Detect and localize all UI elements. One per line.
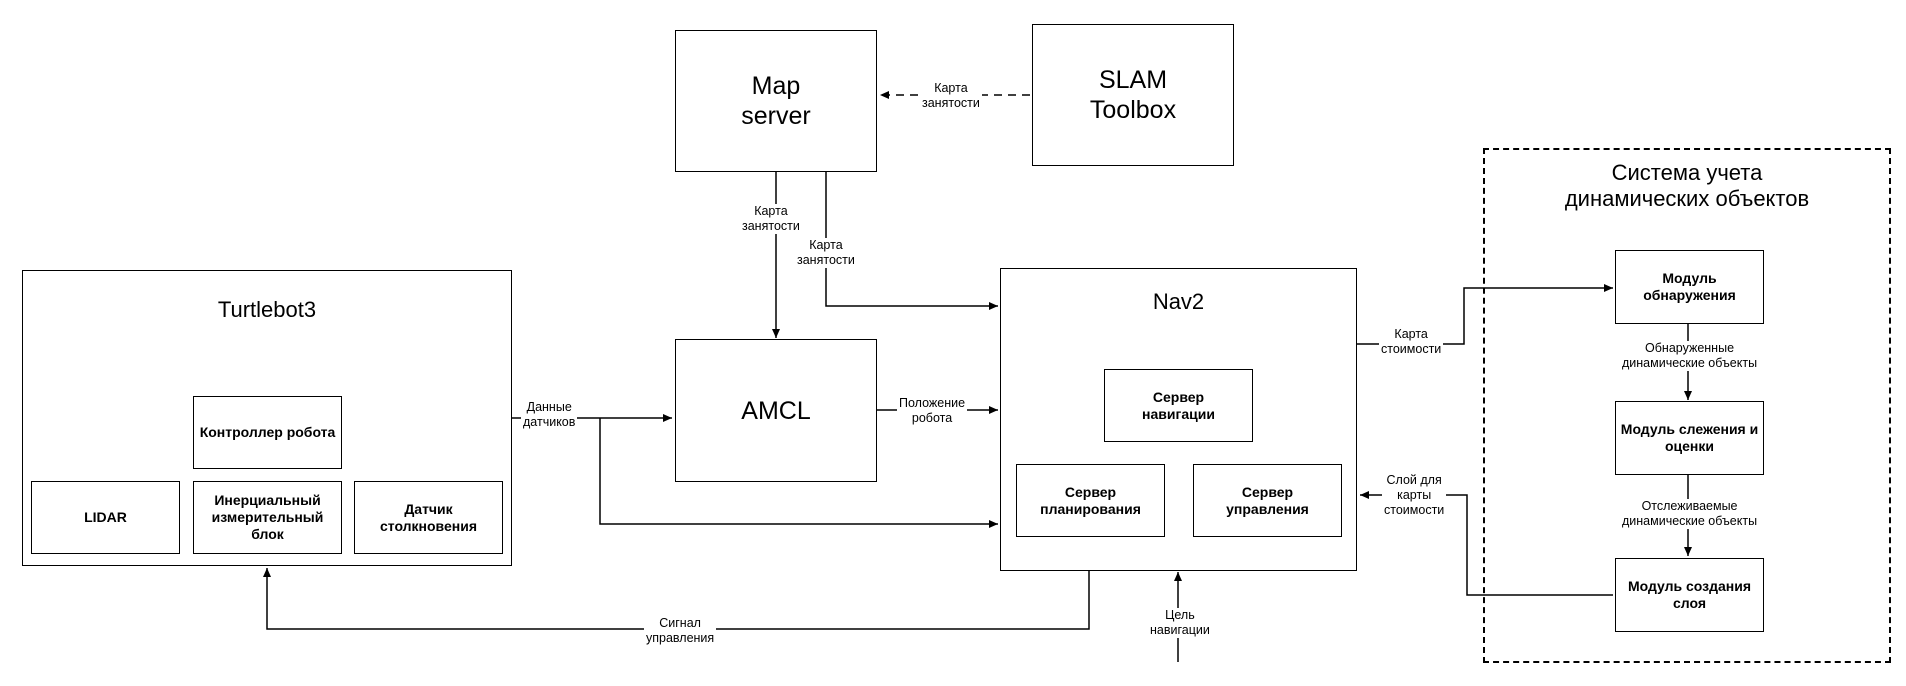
- lidar-node: LIDAR: [31, 481, 180, 554]
- label-costmap: Карта стоимости: [1379, 327, 1444, 357]
- label-nav-goal: Цель навигации: [1148, 608, 1212, 638]
- edge-map-to-nav2: [825, 172, 998, 310]
- navigation-server-node: Сервер навигации: [1104, 369, 1253, 442]
- label-costmap-layer: Слой для карты стоимости: [1382, 473, 1447, 518]
- slam-toolbox-node: SLAM Toolbox: [1032, 24, 1234, 166]
- label-detected-objects: Обнаруженные динамические объекты: [1620, 341, 1760, 371]
- label-tracked-objects: Отслеживаемые динамические объекты: [1620, 499, 1760, 529]
- detection-module-node: Модуль обнаружения: [1615, 250, 1764, 324]
- label-robot-pose: Положение робота: [897, 396, 968, 426]
- label-control-signal: Сигнал управления: [644, 616, 717, 646]
- label-slam-to-map: Карта занятости: [920, 81, 982, 111]
- robot-controller-node: Контроллер робота: [193, 396, 342, 469]
- controller-server-node: Сервер управления: [1193, 464, 1342, 537]
- label-sensor-data: Данные датчиков: [521, 400, 578, 430]
- label-map-to-nav2: Карта занятости: [795, 238, 857, 268]
- turtlebot3-title: Turtlebot3: [217, 297, 317, 322]
- edge-sensor-to-nav2: [599, 418, 998, 528]
- nav2-title: Nav2: [1152, 289, 1205, 314]
- amcl-node: AMCL: [675, 339, 877, 482]
- planner-server-node: Сервер планирования: [1016, 464, 1165, 537]
- tracking-module-node: Модуль слежения и оценки: [1615, 401, 1764, 475]
- imu-node: Инерциальный измерительный блок: [193, 481, 342, 554]
- label-map-to-amcl: Карта занятости: [740, 204, 802, 234]
- layer-creation-module-node: Модуль создания слоя: [1615, 558, 1764, 632]
- collision-sensor-node: Датчик столкновения: [354, 481, 503, 554]
- map-server-node: Map server: [675, 30, 877, 172]
- dynamic-objects-system-title: Система учета динамических объектов: [1564, 160, 1810, 211]
- dynamic-objects-system-group: Система учета динамических объектов: [1483, 148, 1891, 663]
